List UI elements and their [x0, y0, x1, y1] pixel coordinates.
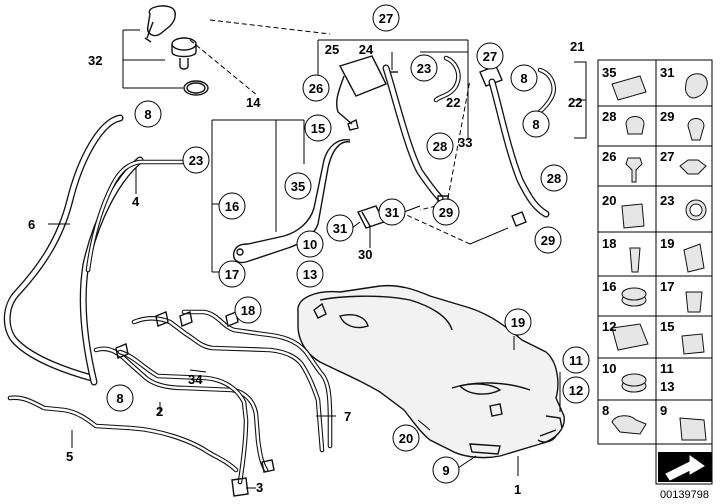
label-34: 34	[188, 372, 203, 387]
table-28: 28	[602, 109, 616, 124]
table-15: 15	[660, 319, 674, 334]
tank-leaders	[417, 336, 515, 469]
label-8-left: 8	[144, 107, 151, 122]
dashed-link-29	[399, 211, 509, 245]
diagram-id: 00139798	[660, 489, 709, 501]
table-27: 27	[660, 149, 674, 164]
label-13: 13	[303, 267, 317, 282]
dashed-link-33	[419, 79, 471, 211]
table-35: 35	[602, 65, 616, 80]
label-6: 6	[28, 217, 35, 232]
label-30: 30	[358, 247, 372, 262]
table-18: 18	[602, 236, 616, 251]
table-10: 10	[602, 361, 616, 376]
table-16: 16	[602, 279, 616, 294]
table-26: 26	[602, 149, 616, 164]
label-19: 19	[511, 315, 525, 330]
label-27-top: 27	[379, 11, 393, 26]
label-21: 21	[570, 39, 584, 54]
label-2: 2	[156, 404, 163, 419]
label-31-right: 31	[385, 205, 399, 220]
line-4	[85, 159, 185, 273]
line-2	[93, 343, 275, 497]
leader-21	[574, 61, 587, 139]
label-29-mid: 29	[439, 205, 453, 220]
label-9: 9	[442, 463, 449, 478]
label-24: 24	[359, 42, 374, 57]
table-20: 20	[602, 193, 616, 208]
label-25: 25	[325, 42, 339, 57]
label-23-left: 23	[189, 153, 203, 168]
filler-cap-part	[144, 5, 209, 96]
label-33: 33	[458, 135, 472, 150]
arrow-icon	[665, 455, 705, 481]
label-10: 10	[303, 237, 317, 252]
label-32: 32	[88, 53, 102, 68]
label-29-right: 29	[541, 233, 555, 248]
label-3: 3	[256, 480, 263, 495]
table-13: 13	[660, 379, 674, 394]
table-12: 12	[602, 319, 616, 334]
strap-14	[232, 139, 351, 264]
leader-14	[211, 119, 305, 273]
table-23: 23	[660, 193, 674, 208]
fuel-tank	[297, 284, 565, 459]
label-15: 15	[311, 121, 325, 136]
hose-28-right	[479, 65, 556, 227]
callouts	[106, 4, 590, 484]
label-20: 20	[399, 431, 413, 446]
label-31-left: 31	[333, 221, 347, 236]
label-8-top: 8	[520, 71, 527, 86]
label-11: 11	[569, 353, 583, 368]
leader-lines	[159, 369, 336, 489]
table-31: 31	[660, 65, 674, 80]
table-19: 19	[660, 236, 674, 251]
label-23-top: 23	[417, 61, 431, 76]
label-26: 26	[309, 81, 323, 96]
label-8-mid: 8	[532, 117, 539, 132]
label-7: 7	[344, 409, 351, 424]
table-8: 8	[602, 403, 609, 418]
label-28-right: 28	[547, 171, 561, 186]
label-4: 4	[132, 194, 140, 209]
line-34	[131, 309, 333, 453]
table-9: 9	[660, 403, 667, 418]
label-1: 1	[514, 482, 521, 497]
label-16: 16	[225, 199, 239, 214]
pipe-6	[3, 114, 144, 386]
table-11: 11	[660, 361, 674, 376]
label-35: 35	[291, 179, 305, 194]
label-5: 5	[66, 449, 73, 464]
table-29: 29	[660, 109, 674, 124]
leader-1	[517, 372, 561, 476]
label-22-left: 22	[446, 95, 460, 110]
label-22-right: 22	[568, 95, 582, 110]
line-5	[7, 395, 239, 473]
label-18: 18	[241, 303, 255, 318]
label-27-right: 27	[483, 49, 497, 64]
leader-25	[317, 39, 469, 140]
dashed-link-32	[189, 19, 331, 97]
hose-33	[382, 55, 461, 207]
label-14: 14	[246, 95, 261, 110]
label-12: 12	[569, 383, 583, 398]
label-8-bottom: 8	[116, 391, 123, 406]
table-17: 17	[660, 279, 674, 294]
label-17: 17	[225, 267, 239, 282]
parts-table	[597, 59, 713, 485]
label-28-mid: 28	[433, 139, 447, 154]
leader-32	[122, 29, 183, 89]
